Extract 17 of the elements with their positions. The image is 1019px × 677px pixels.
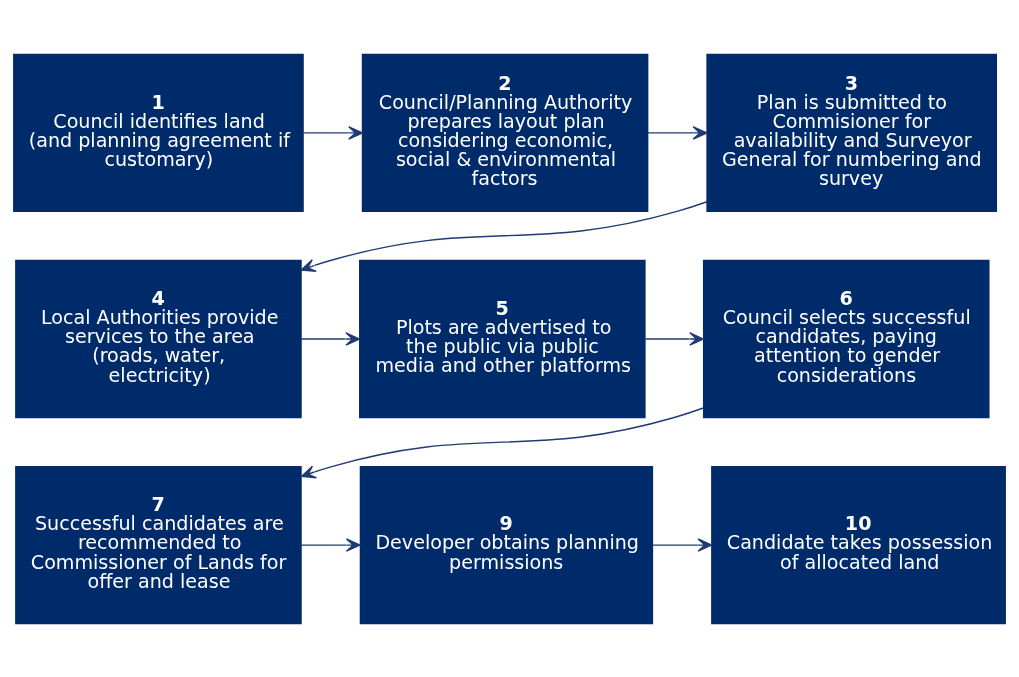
arrow bbox=[302, 125, 364, 140]
node-box: 4 Local Authorities provide services to the area (roads, water, electricity) bbox=[15, 259, 302, 418]
arrow bbox=[651, 537, 713, 552]
node-box: 9 Developer obtains planning permissions bbox=[359, 465, 654, 624]
node-box: 6 Council selects successful candidates, paying attention to gender considerations bbox=[702, 259, 990, 418]
node-box: 3 Plan is submitted to Commisioner for availability and Surveyor General for numbering and survey bbox=[706, 53, 998, 212]
node-box: 5 Plots are advertised to the public via public media and other platforms bbox=[359, 259, 646, 418]
arrow bbox=[300, 200, 708, 272]
node-box: 7 Successful candidates are recommended to Commissioner of Lands for offer and lease bbox=[15, 465, 302, 624]
node-box: 10 Candidate takes possession of allocated land bbox=[711, 465, 1006, 624]
arrow bbox=[300, 331, 361, 346]
arrow bbox=[647, 125, 708, 140]
arrow bbox=[300, 537, 361, 552]
arrow bbox=[300, 406, 704, 478]
arrow bbox=[644, 331, 705, 346]
node-box: 1 Council identifies land (and planning agreement if customary) bbox=[13, 53, 304, 212]
node-box: 2 Council/Planning Authority prepares layout plan considering economic, social & environmental factors bbox=[361, 53, 649, 212]
